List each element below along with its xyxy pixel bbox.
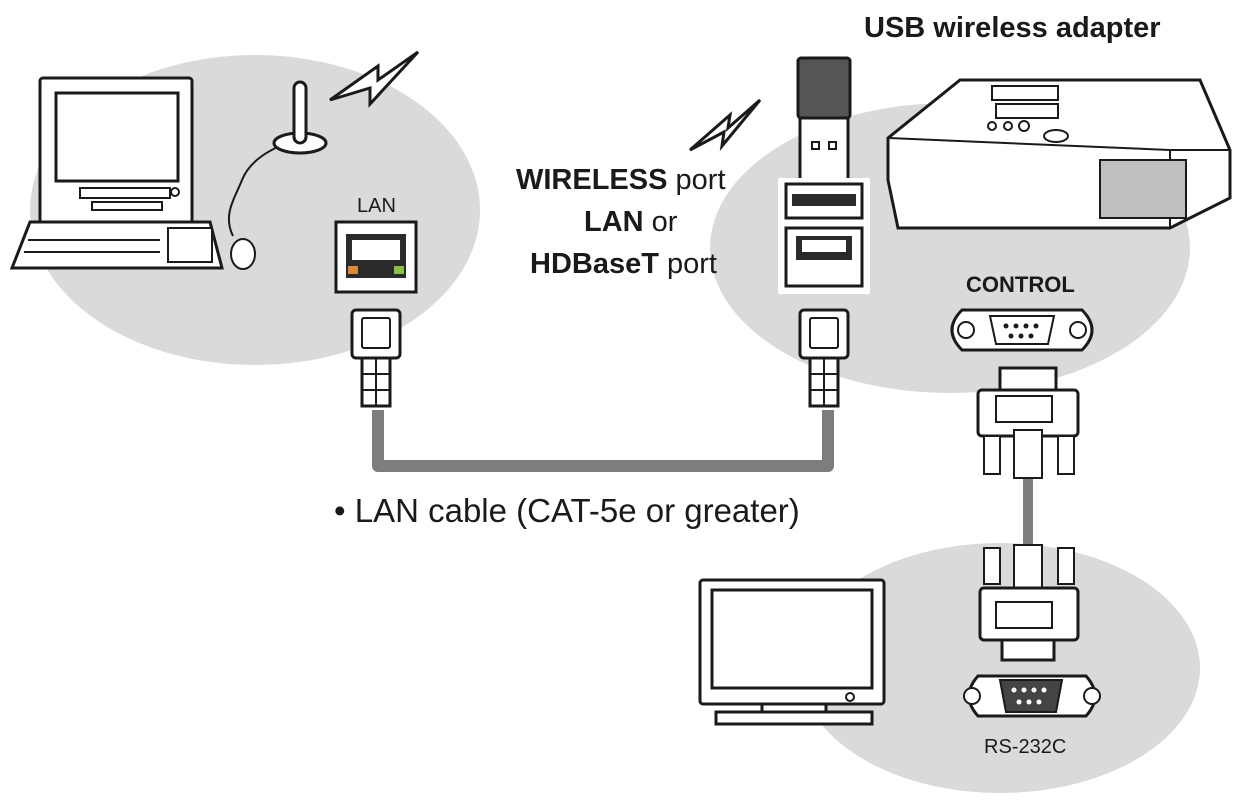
rj45-plug-icon [350, 308, 402, 408]
lan-cable [372, 410, 834, 472]
control-label: CONTROL [966, 272, 1075, 297]
wireless-port-label: WIRELESS port [516, 164, 726, 197]
lan-jack-label: LAN [357, 195, 396, 217]
lan-or-label-rest: or [643, 206, 678, 238]
lan-cable-label: • LAN cable (CAT-5e or greater) [334, 492, 800, 529]
wireless-antenna-icon [272, 80, 328, 155]
lan-jack-icon [334, 220, 418, 294]
lan-or-label: LAN or [584, 206, 677, 239]
projector-icon [886, 78, 1232, 230]
db9-port-icon [950, 308, 1094, 352]
db9-connector-icon [976, 366, 1080, 479]
projector-port-panel [778, 178, 870, 294]
db9-connector-icon [978, 544, 1080, 662]
hdbaset-port-label-bold: HDBaseT [530, 248, 659, 280]
rs232c-label: RS-232C [984, 736, 1067, 758]
usb-adapter-icon [796, 56, 852, 182]
lightning-icon [689, 98, 762, 152]
usb-adapter-label: USB wireless adapter [864, 12, 1161, 44]
wireless-port-label-rest: port [667, 164, 726, 196]
hdbaset-port-label: HDBaseT port [530, 248, 717, 281]
hdbaset-port-label-rest: port [658, 248, 717, 280]
wireless-port-label-bold: WIRELESS [516, 164, 668, 196]
lan-or-label-bold: LAN [584, 206, 644, 238]
db9-port-icon [963, 674, 1101, 718]
bottom-area-blob [800, 543, 1200, 793]
rj45-plug-icon [798, 308, 850, 408]
monitor-icon [698, 578, 886, 726]
lightning-icon [329, 50, 420, 108]
computer-icon [9, 76, 289, 270]
